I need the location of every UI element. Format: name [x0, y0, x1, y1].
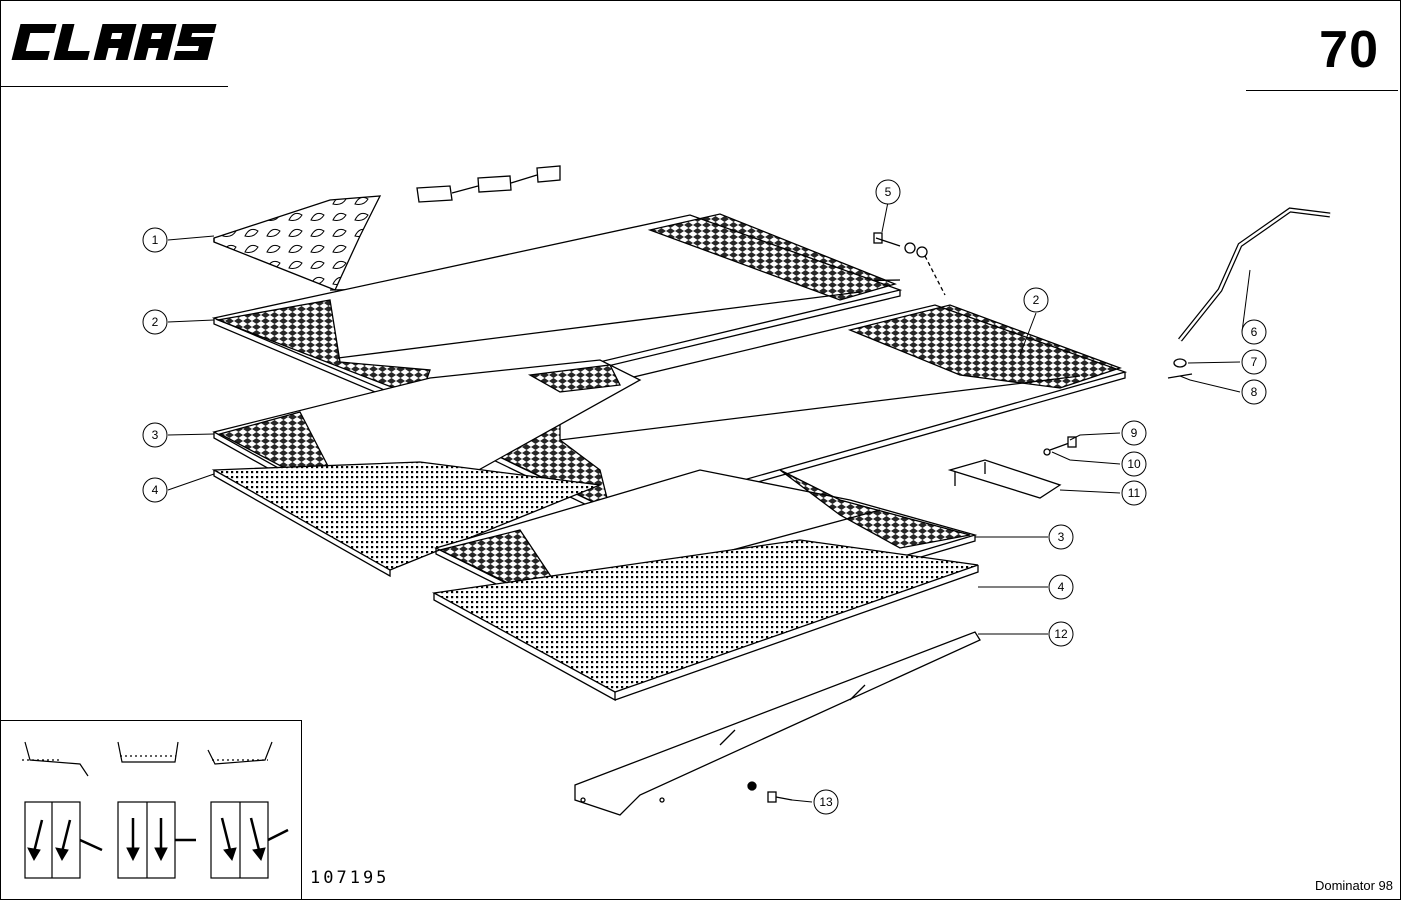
- profile-closed: [207, 741, 273, 765]
- callout-6: 6: [1241, 319, 1267, 345]
- callout-8: 8: [1241, 379, 1267, 405]
- svg-text:6: 6: [1251, 325, 1258, 339]
- part-4-lower-mesh-right: [431, 539, 979, 702]
- callout-5: 5: [875, 179, 901, 205]
- part-13-bolt: [747, 781, 793, 803]
- part-2-upper-sieve-left: [211, 213, 903, 412]
- page-number: 70: [1319, 21, 1379, 79]
- profile-neutral: [117, 741, 179, 763]
- drawing-number: 107195: [310, 868, 390, 888]
- part-5-bolt-set: [873, 232, 946, 296]
- callout-3-left: 3: [142, 422, 168, 448]
- callout-13: 13: [813, 789, 839, 815]
- leader-lines: [167, 201, 1251, 803]
- svg-text:11: 11: [1128, 486, 1141, 500]
- callout-3-right: 3: [1048, 524, 1074, 550]
- svg-text:4: 4: [1058, 580, 1065, 594]
- callout-2-right: 2: [1023, 287, 1049, 313]
- callout-12: 12: [1048, 621, 1074, 647]
- callout-4-right: 4: [1048, 574, 1074, 600]
- svg-text:2: 2: [1033, 293, 1040, 307]
- svg-text:7: 7: [1251, 355, 1258, 369]
- callout-9: 9: [1121, 420, 1147, 446]
- callout-2-left: 2: [142, 309, 168, 335]
- callout-7: 7: [1241, 349, 1267, 375]
- model-name: Dominator 98: [1314, 878, 1393, 893]
- callout-10: 10: [1121, 451, 1147, 477]
- svg-text:9: 9: [1131, 426, 1138, 440]
- svg-text:3: 3: [1058, 530, 1065, 544]
- svg-text:5: 5: [885, 185, 892, 199]
- header-rule-left: [0, 86, 228, 87]
- svg-text:10: 10: [1127, 457, 1141, 471]
- header-rule-right: [1246, 90, 1398, 91]
- svg-text:13: 13: [819, 795, 833, 809]
- adjustment-legend-box: [0, 720, 302, 899]
- adjustment-legend: [22, 741, 289, 879]
- profile-open: [24, 741, 89, 777]
- svg-text:2: 2: [152, 315, 159, 329]
- filler-pieces: [416, 165, 561, 203]
- part-9-screw: [1049, 436, 1077, 451]
- part-10-washer: [1043, 448, 1051, 456]
- callout-4-left: 4: [142, 477, 168, 503]
- svg-text:3: 3: [152, 428, 159, 442]
- part-4-lower-mesh-left: [211, 461, 603, 578]
- part-7-washer: [1173, 358, 1187, 368]
- callout-1: 1: [142, 227, 168, 253]
- svg-text:12: 12: [1054, 627, 1068, 641]
- svg-text:1: 1: [152, 233, 159, 247]
- callout-11: 11: [1121, 480, 1147, 506]
- claas-logo: [11, 24, 217, 60]
- callouts: 1 2 2 3 3 4 4 5: [142, 179, 1267, 815]
- svg-text:8: 8: [1251, 385, 1258, 399]
- part-12-side-rail: [574, 631, 981, 816]
- part-11-bracket: [947, 459, 1062, 499]
- svg-text:4: 4: [152, 483, 159, 497]
- part-6-adjusting-lever: [1178, 207, 1331, 342]
